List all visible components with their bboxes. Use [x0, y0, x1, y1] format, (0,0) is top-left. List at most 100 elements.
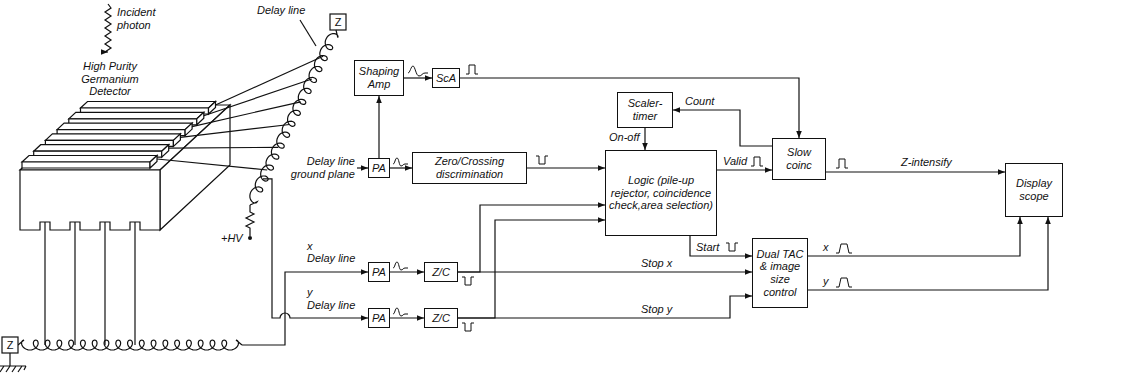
x-delay-wire: [242, 272, 368, 345]
pulse-symbol: [466, 65, 478, 74]
ground-plane-wire: [357, 167, 368, 168]
detector-front: [20, 170, 160, 230]
signal-connector: [808, 217, 1020, 256]
impedance-box: [330, 14, 346, 30]
strip-lead: [44, 222, 45, 345]
pulse-symbol: [393, 158, 408, 166]
signal-label: y: [822, 275, 830, 288]
signal-connector: [404, 77, 432, 78]
leader-line: [300, 20, 316, 46]
strip-lead: [169, 147, 279, 149]
signal-label: Count: [684, 95, 715, 108]
detector-strip: [162, 145, 169, 158]
signal-label: x: [822, 241, 830, 254]
signal-connector: [808, 217, 1048, 290]
signal-connector: [390, 167, 412, 168]
zero-crossing-box: Z/C: [424, 308, 458, 328]
tac-box: Dual TAC & image size control: [752, 238, 808, 308]
signal-connector: [826, 171, 1005, 172]
node-text: Z/C: [432, 266, 450, 279]
strip-lead: [74, 222, 75, 345]
impedance-label: Z: [330, 14, 346, 30]
signal-connector: [458, 296, 752, 318]
delay-line-label: Delay line: [306, 252, 356, 265]
pulse-symbol: [393, 262, 408, 270]
signal-label: Stop x: [640, 257, 673, 270]
impedance-label: Z: [2, 337, 18, 353]
signal-connector: [458, 271, 752, 272]
strip-lead: [104, 222, 105, 345]
node-text: Z/C: [432, 312, 450, 325]
detector-strip: [34, 145, 169, 152]
voltage-label: +HV: [220, 232, 244, 245]
analyzer-box: ScA: [432, 68, 460, 88]
pulse-symbol: [726, 243, 738, 251]
signal-connector: [527, 167, 605, 168]
node-text: PA: [372, 162, 386, 175]
strip-lead: [180, 125, 289, 138]
pulse-symbol: [462, 323, 474, 331]
node-text: Slow coinc: [776, 146, 822, 171]
pulse-symbol: [836, 159, 848, 168]
strip-lead: [157, 159, 267, 170]
node-text: PA: [372, 266, 386, 279]
signal-connector: [644, 128, 645, 150]
signal-connector: [458, 220, 605, 318]
pulse-symbol: [393, 308, 408, 316]
node-text: Scaler-timer: [621, 97, 669, 122]
detector-strip: [57, 123, 192, 130]
signal-connector: [460, 78, 799, 138]
detector-strip: [150, 156, 157, 169]
terminal-dot: [248, 236, 252, 240]
zero-crossing-box: Z/C: [424, 262, 458, 282]
pulse-symbol: [751, 157, 763, 166]
pulse-symbol: [462, 277, 474, 285]
preamp-box: PA: [368, 308, 390, 328]
preamp-box: PA: [368, 262, 390, 282]
node-text: Dual TAC & image size control: [756, 248, 804, 299]
detector-strip: [173, 134, 180, 147]
pulse-symbol: [836, 278, 852, 287]
logic-box: Logic (pile-up rejector, coincidence che…: [605, 150, 717, 236]
detector-strip: [22, 156, 157, 163]
y-delay-wire: [263, 179, 368, 318]
delay-line-coil: [18, 340, 242, 350]
signal-connector: [690, 236, 752, 256]
node-text: Shaping Amp: [358, 65, 400, 90]
photon-arrow: [105, 4, 111, 52]
axis-label: y: [306, 286, 314, 299]
delay-line-label: Delay line: [256, 4, 306, 17]
ground-symbol: [0, 353, 26, 372]
node-text: PA: [372, 312, 386, 325]
node-text: Zero/Crossing discrimination: [416, 155, 523, 180]
node-text: Logic (pile-up rejector, coincidence che…: [609, 174, 713, 212]
amplifier-box: Shaping Amp: [354, 60, 404, 96]
pulse-symbol: [536, 156, 548, 164]
signal-connector: [673, 110, 772, 146]
axis-label: x: [306, 240, 314, 253]
signal-connector: [717, 169, 772, 170]
detector-strip: [81, 102, 216, 109]
display-box: Display scope: [1005, 163, 1063, 217]
signal-label: Valid: [722, 155, 748, 168]
discriminator-box: Zero/Crossing discrimination: [412, 152, 527, 183]
pulse-symbol: [836, 244, 852, 253]
signal-label: Start: [695, 241, 720, 254]
signal-label: On-off: [608, 131, 641, 144]
signal-connector: [458, 205, 605, 272]
resistor-symbol: [246, 205, 254, 236]
strip-lead: [192, 102, 301, 127]
detector-label: High Purity Germanium Detector: [58, 60, 162, 98]
pulse-symbol: [408, 66, 428, 76]
detector-strip: [45, 134, 180, 141]
signal-label: Stop y: [640, 303, 673, 316]
preamp-box: PA: [368, 158, 390, 178]
detector-strip: [185, 123, 192, 136]
photon-label: Incident photon: [116, 6, 174, 31]
signal-label: Z-intensify: [900, 156, 953, 169]
detector-strip: [22, 162, 150, 168]
